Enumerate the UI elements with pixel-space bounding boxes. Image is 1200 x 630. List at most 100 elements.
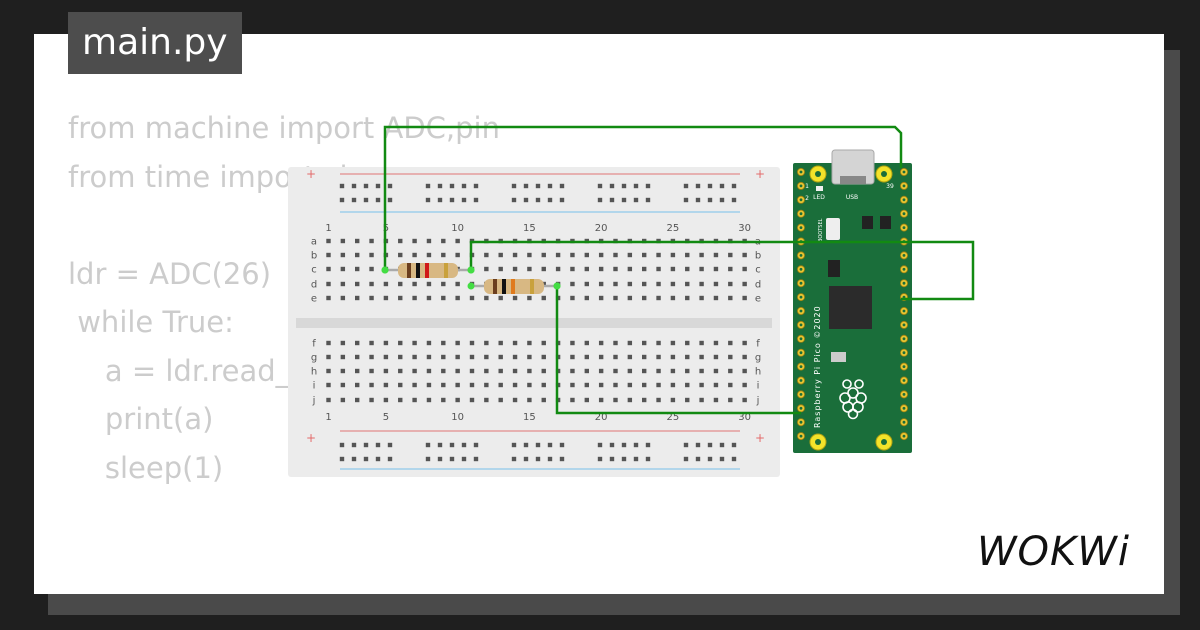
breadboard-hole (340, 354, 346, 360)
breadboard-hole (473, 197, 479, 203)
wokwi-logo[interactable]: WOKWi (975, 527, 1155, 577)
breadboard-hole (455, 382, 460, 388)
breadboard-hole (642, 266, 647, 272)
breadboard-hole (642, 382, 647, 388)
breadboard-hole (731, 183, 737, 189)
resistor-2[interactable] (467, 279, 561, 294)
breadboard-hole (742, 295, 747, 301)
breadboard-hole (742, 340, 747, 346)
breadboard-hole (613, 368, 618, 374)
breadboard-hole (699, 252, 704, 258)
breadboard-hole (713, 252, 719, 258)
breadboard-hole (656, 266, 661, 272)
breadboard-hole (695, 442, 701, 448)
breadboard-hole (511, 197, 517, 203)
pico-pin-hole (799, 254, 803, 257)
breadboard-hole (326, 252, 331, 258)
breadboard-hole (699, 368, 704, 374)
breadboard-hole (387, 183, 393, 189)
breadboard-hole (369, 354, 374, 360)
breadboard-hole (598, 368, 604, 374)
breadboard-hole (512, 368, 518, 374)
breadboard-hole (728, 397, 733, 403)
wire-adc[interactable] (469, 240, 975, 301)
breadboard-hole (473, 456, 479, 462)
breadboard-hole (559, 197, 565, 203)
wire-3v3[interactable] (383, 125, 903, 270)
breadboard-hole (426, 295, 432, 301)
breadboard-hole (512, 295, 518, 301)
breadboard-hole (461, 197, 467, 203)
pico-pin-hole (902, 184, 906, 188)
breadboard-hole (656, 397, 661, 403)
breadboard-hole (584, 368, 589, 374)
breadboard-hole (597, 456, 603, 462)
wires[interactable] (381, 125, 975, 415)
breadboard-hole (719, 442, 725, 448)
breadboard-hole (369, 295, 374, 301)
breadboard-hole (656, 354, 661, 360)
breadboard-hole (541, 295, 546, 301)
breadboard-hole (642, 340, 647, 346)
breadboard-hole (695, 456, 701, 462)
breadboard-hole (742, 354, 747, 360)
pico-pin-hole (902, 254, 906, 257)
breadboard-hole (633, 456, 639, 462)
chip-component (828, 260, 840, 277)
breadboard-hole (412, 368, 417, 374)
resistor-band (502, 279, 506, 294)
breadboard-hole (398, 340, 403, 346)
breadboard-hole (670, 382, 676, 388)
pico-pin-hole (799, 365, 803, 368)
breadboard-hole (656, 340, 661, 346)
breadboard-hole (713, 295, 719, 301)
code-editor[interactable]: from machine import ADC,pin from time im… (68, 104, 500, 492)
raspberry-pi-pico[interactable]: 1 2 39 LED USB BOOTSEL Raspberry Pi Pico… (793, 149, 912, 453)
breadboard-hole (363, 442, 369, 448)
breadboard-hole (512, 397, 518, 403)
resistor-band (530, 279, 534, 294)
breadboard-hole (498, 295, 503, 301)
breadboard-hole (484, 354, 489, 360)
pico-pin-hole (902, 337, 906, 341)
breadboard-hole (363, 183, 369, 189)
breadboard-hole (441, 382, 446, 388)
pico-pin-hole (902, 226, 906, 230)
pico-pin-hole (799, 309, 803, 313)
breadboard-hole (523, 456, 529, 462)
led-indicator (816, 186, 823, 191)
pico-pin-hole (799, 267, 803, 271)
pico-pin-hole (902, 267, 906, 271)
breadboard-hole (363, 197, 369, 203)
breadboard-hole (707, 197, 713, 203)
connection-point (381, 266, 389, 274)
breadboard-hole (455, 281, 460, 287)
breadboard-hole (656, 382, 661, 388)
bootsel-button[interactable] (826, 218, 840, 240)
breadboard-hole (469, 382, 475, 388)
resistor-1[interactable] (381, 263, 475, 278)
breadboard-hole (609, 183, 615, 189)
pin-1-label: 1 (805, 183, 809, 190)
breadboard-hole (512, 252, 518, 258)
breadboard-hole (642, 281, 647, 287)
chip-component (862, 216, 873, 229)
breadboard-hole (570, 397, 575, 403)
pico-pin-hole (902, 351, 906, 355)
breadboard-hole (584, 354, 589, 360)
breadboard-hole (383, 295, 389, 301)
breadboard-hole (597, 183, 603, 189)
pico-pin-hole (799, 337, 803, 341)
breadboard-hole (699, 281, 704, 287)
file-tab[interactable]: main.py (68, 12, 242, 74)
breadboard-hole (369, 238, 374, 244)
breadboard-hole (387, 197, 393, 203)
row-letter-label: j (312, 396, 316, 407)
pico-pin-hole (902, 406, 906, 410)
raspberry-berry (847, 408, 859, 420)
pico-board-label: Raspberry Pi Pico ©2020 (813, 305, 822, 428)
breadboard-hole (426, 397, 432, 403)
wire-gnd[interactable] (555, 286, 801, 415)
breadboard-hole (685, 368, 690, 374)
